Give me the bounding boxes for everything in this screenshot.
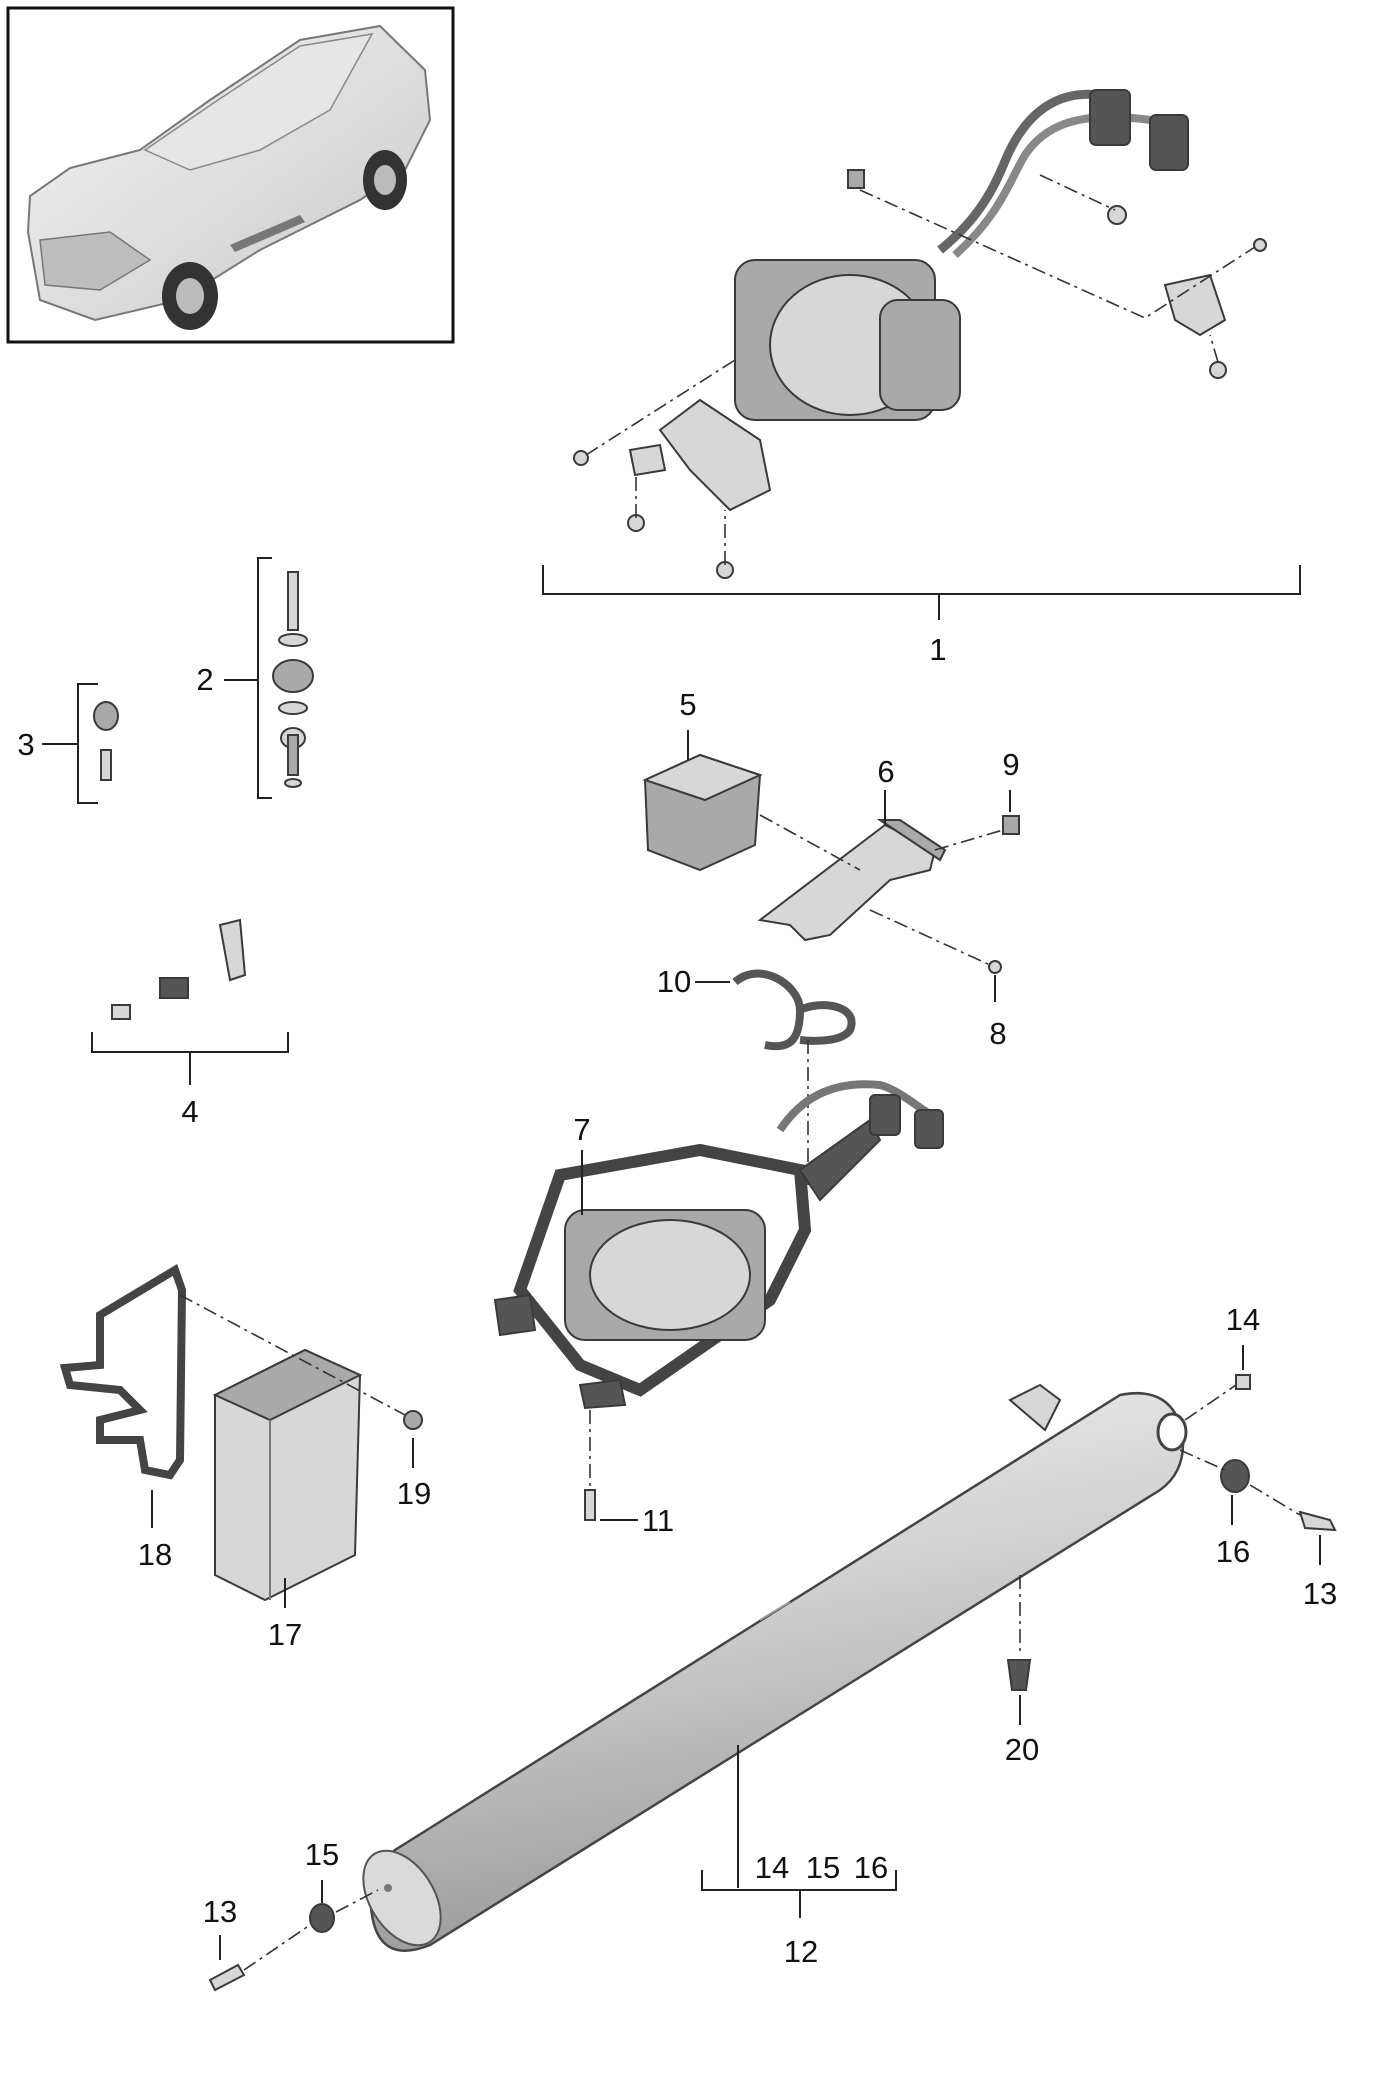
callout-2: 2 bbox=[196, 662, 213, 697]
clip-kit bbox=[111, 918, 247, 1020]
callout-7: 7 bbox=[573, 1112, 590, 1147]
screw-8 bbox=[988, 960, 1002, 974]
callout-16-group: 16 bbox=[854, 1850, 888, 1885]
pressure-reservoir bbox=[362, 1383, 1188, 1952]
bolt-13-left bbox=[208, 1963, 246, 1992]
bolt-11 bbox=[584, 1489, 596, 1521]
callout-6: 6 bbox=[877, 754, 894, 789]
bolt-13-right bbox=[1298, 1510, 1337, 1532]
bracket-1 bbox=[542, 565, 1301, 595]
callout-20: 20 bbox=[1005, 1732, 1039, 1767]
callout-18: 18 bbox=[138, 1537, 172, 1572]
bushing-16 bbox=[1220, 1459, 1250, 1493]
callout-14-group: 14 bbox=[755, 1850, 789, 1885]
compressor-with-frame bbox=[493, 1080, 944, 1410]
bracket-2 bbox=[257, 557, 272, 799]
mount-kit bbox=[272, 571, 314, 788]
callout-15-left: 15 bbox=[305, 1837, 339, 1872]
ecu-bracket bbox=[59, 1264, 187, 1480]
bushing-15 bbox=[309, 1903, 335, 1933]
bracket-3 bbox=[77, 683, 98, 804]
callout-9: 9 bbox=[1002, 747, 1019, 782]
callout-19: 19 bbox=[397, 1476, 431, 1511]
callout-13-right: 13 bbox=[1303, 1576, 1337, 1611]
bump-stop-kit bbox=[93, 701, 119, 781]
callout-1: 1 bbox=[929, 632, 946, 667]
callout-14-right: 14 bbox=[1226, 1302, 1260, 1337]
nut-19 bbox=[403, 1410, 423, 1430]
callout-10: 10 bbox=[657, 964, 691, 999]
bracket-4 bbox=[91, 1032, 289, 1053]
callout-12: 12 bbox=[784, 1934, 818, 1969]
nut-14 bbox=[1235, 1374, 1251, 1390]
callout-4: 4 bbox=[181, 1094, 198, 1129]
control-unit-17 bbox=[212, 1348, 363, 1602]
callout-16-right: 16 bbox=[1216, 1534, 1250, 1569]
plug-20 bbox=[1006, 1659, 1032, 1691]
callout-8: 8 bbox=[989, 1016, 1006, 1051]
car-icon bbox=[26, 24, 432, 330]
callout-15-group: 15 bbox=[806, 1850, 840, 1885]
relay-bracket bbox=[757, 819, 947, 942]
nut-9 bbox=[1002, 815, 1020, 835]
callout-11: 11 bbox=[642, 1503, 674, 1538]
callout-17: 17 bbox=[268, 1617, 302, 1652]
hose-10 bbox=[732, 969, 856, 1051]
vehicle-thumbnail bbox=[6, 6, 455, 344]
callout-3: 3 bbox=[17, 727, 34, 762]
compressor-assembly bbox=[573, 89, 1267, 579]
callout-13-left: 13 bbox=[203, 1894, 237, 1929]
callout-5: 5 bbox=[679, 687, 696, 722]
relay-block bbox=[642, 753, 763, 872]
